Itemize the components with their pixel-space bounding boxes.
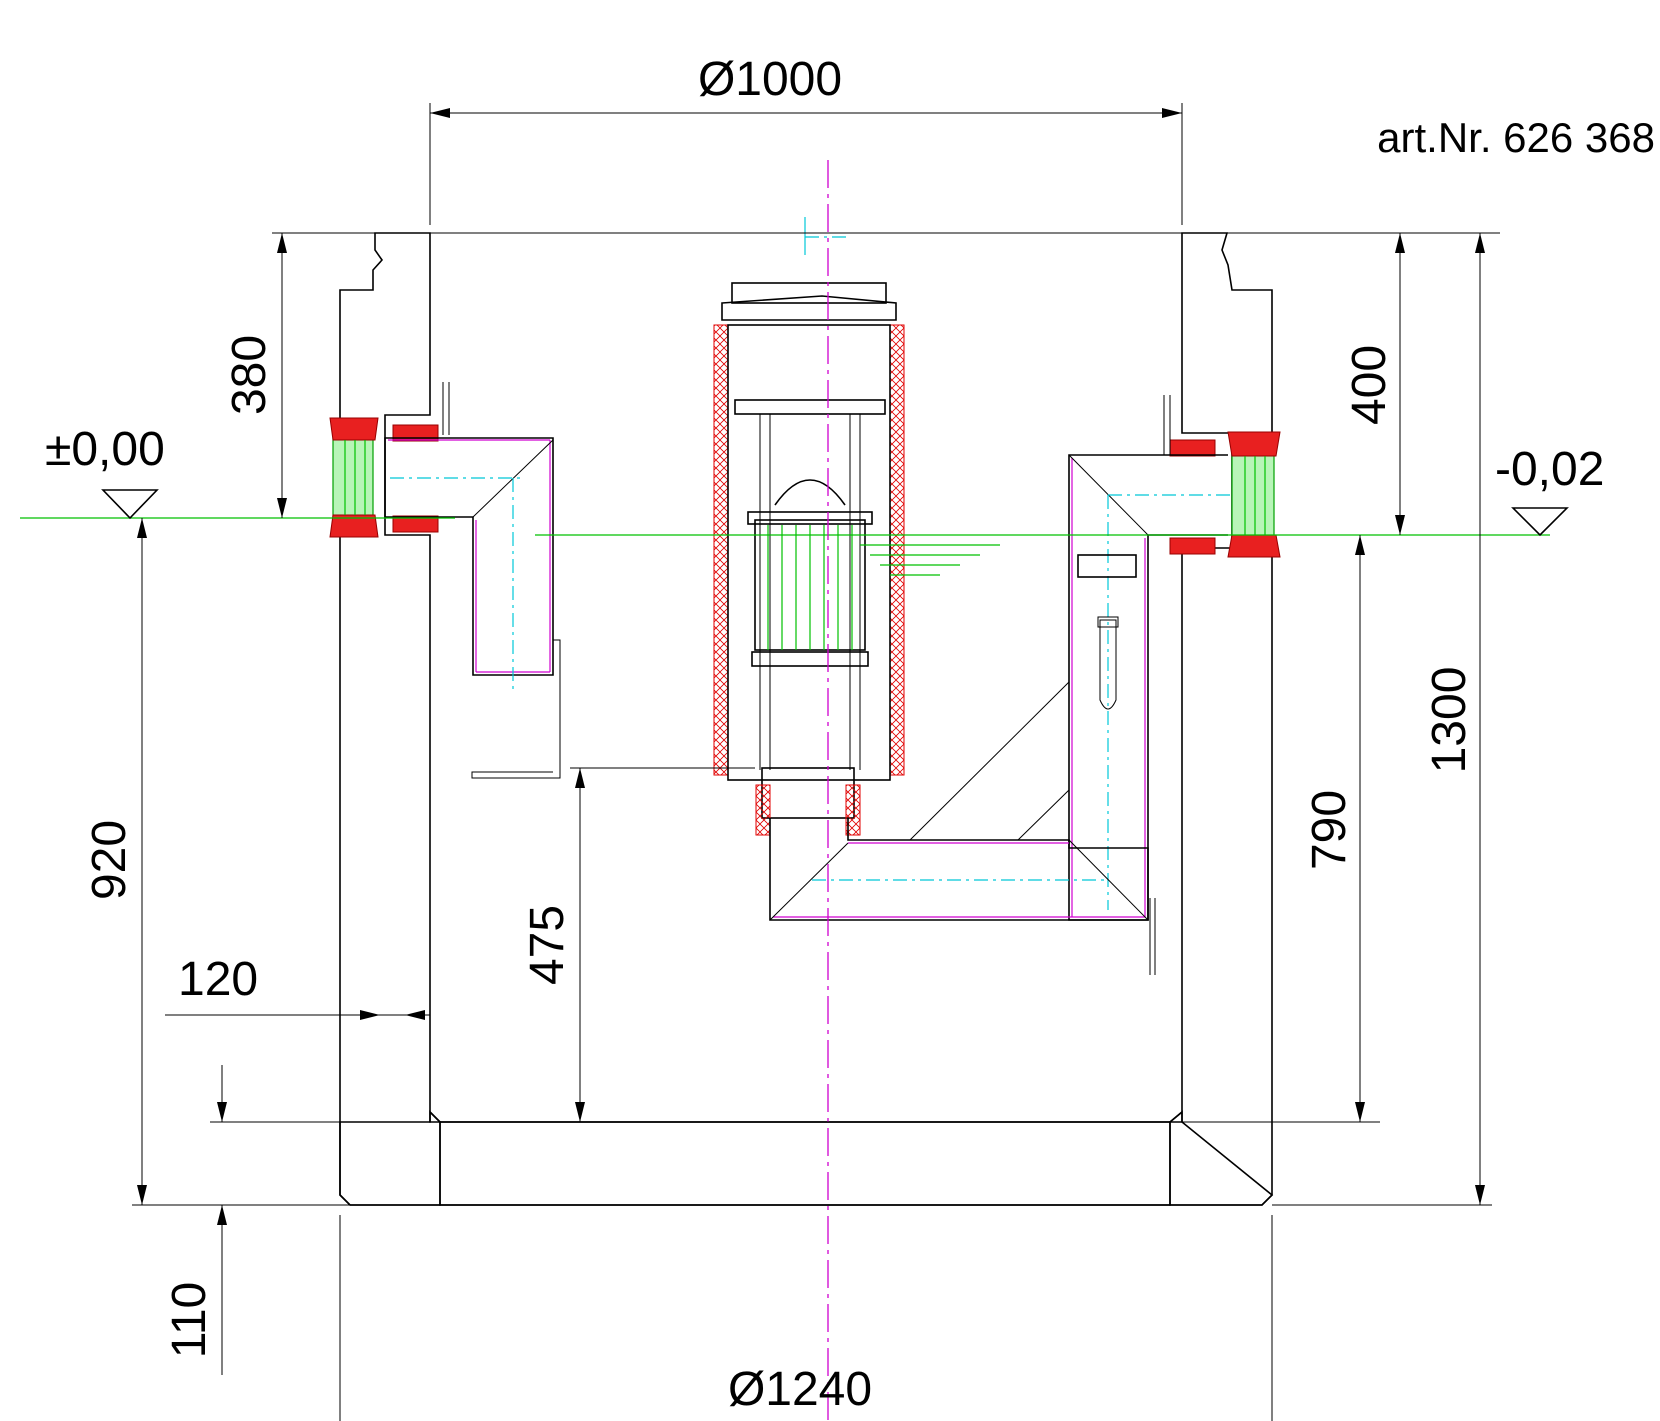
outlet-level-symbol xyxy=(1511,507,1569,537)
dim-400-label: 400 xyxy=(1343,345,1396,425)
inlet-pipe xyxy=(329,382,561,779)
outlet-seal-red-top xyxy=(1227,431,1281,457)
inlet-level-symbol xyxy=(101,489,159,520)
shaft-floor xyxy=(339,1110,1274,1206)
dimensions: Ø1000 380 ±0,00 920 120 475 110 Ø1240 4 xyxy=(45,53,1604,1421)
left-wall xyxy=(339,232,441,1206)
pump-assembly xyxy=(570,282,1149,921)
floor-slab xyxy=(439,1121,1171,1206)
outlet-seal-green xyxy=(1231,454,1275,538)
dim-110-label: 110 xyxy=(163,1282,216,1359)
right-wall xyxy=(1169,232,1273,1206)
inlet-seal-green xyxy=(332,437,374,521)
dim-920-label: 920 xyxy=(83,820,136,900)
outlet-level-label: -0,02 xyxy=(1495,443,1604,496)
shaft-wall xyxy=(339,232,1274,1206)
outlet-seal-red-bottom xyxy=(1227,534,1281,558)
outlet-pipe xyxy=(1068,395,1281,975)
inlet-seal-red-top xyxy=(329,417,379,441)
outer-diameter-label: Ø1240 xyxy=(728,1363,872,1416)
pump-lid xyxy=(731,282,887,304)
pump-housing-right-wall xyxy=(889,324,905,776)
dim-1300-label: 1300 xyxy=(1423,667,1476,774)
inlet-level-label: ±0,00 xyxy=(45,423,165,476)
pump-housing-left-wall xyxy=(713,324,729,776)
inlet-seal-red-bottom xyxy=(329,514,379,538)
article-number: art.Nr. 626 368 xyxy=(1377,114,1655,161)
pump-handle xyxy=(774,479,846,506)
dim-790-label: 790 xyxy=(1303,790,1356,870)
wall-thickness-label: 120 xyxy=(178,953,258,1006)
dim-475-label: 475 xyxy=(521,905,574,985)
inner-diameter-label: Ø1000 xyxy=(698,53,842,106)
water-level xyxy=(20,517,1550,576)
dim-380-label: 380 xyxy=(223,335,276,415)
